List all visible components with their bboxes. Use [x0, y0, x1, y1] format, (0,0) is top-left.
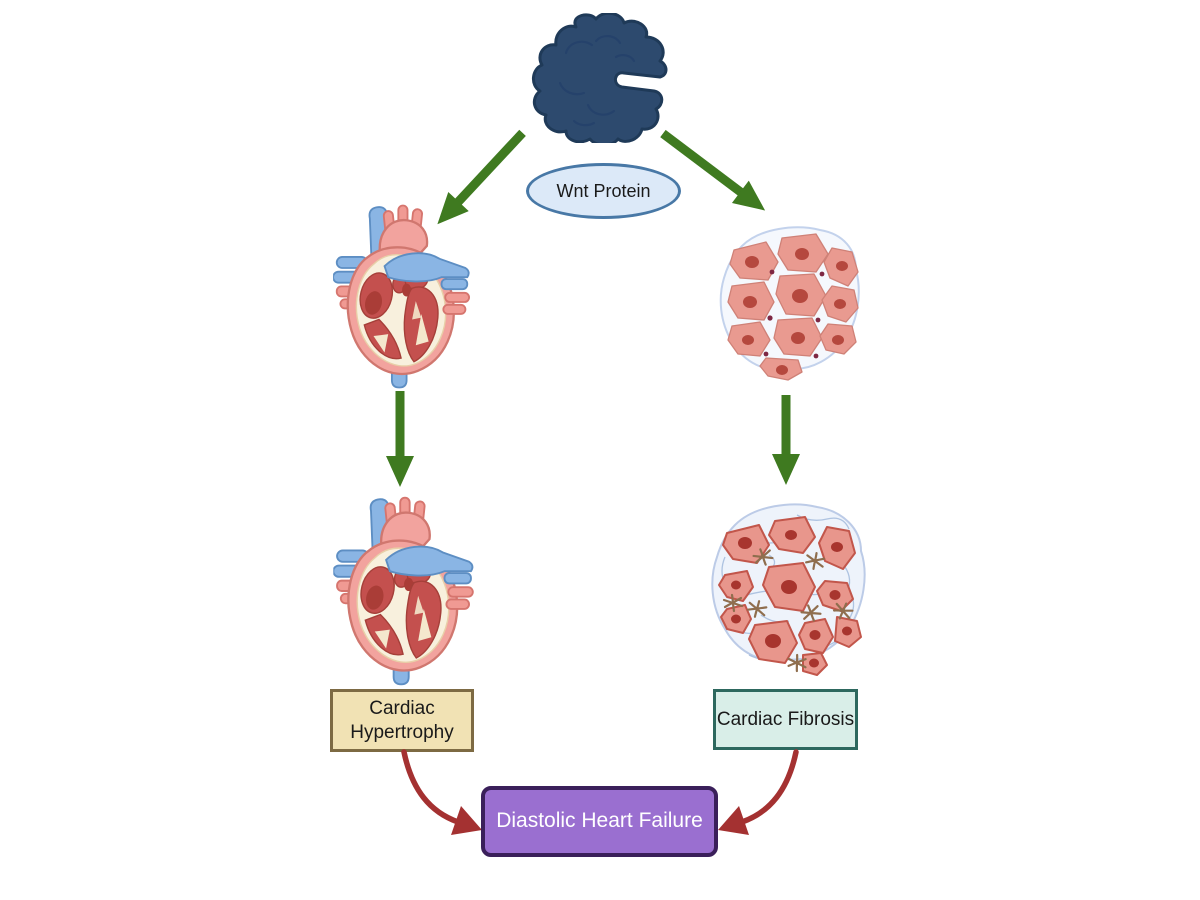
fibrotic-cells-icon — [711, 503, 866, 676]
arrow-wnt-to-heart — [427, 123, 533, 234]
green-arrow-icon — [772, 395, 800, 485]
arrow-wnt-to-tissue — [654, 122, 773, 221]
cardiac-fibrosis-label: Cardiac Fibrosis — [716, 708, 855, 730]
cardiac-cells-icon — [719, 226, 860, 381]
red-curved-arrow-icon — [718, 749, 799, 835]
cardiac-hypertrophy-box: Cardiac Hypertrophy — [330, 689, 474, 752]
arrow-heart-progression — [386, 391, 414, 487]
heart-cross-section-icon — [331, 492, 477, 690]
diastolic-heart-failure-label: Diastolic Heart Failure — [496, 809, 703, 833]
wnt-protein-label: Wnt Protein — [526, 163, 681, 219]
green-arrow-icon — [386, 391, 414, 487]
diastolic-heart-failure-box: Diastolic Heart Failure — [481, 786, 718, 857]
arrow-hypertrophy-to-failure — [390, 746, 490, 838]
normal-heart-illustration — [333, 200, 471, 393]
hypertrophied-heart-illustration — [331, 492, 477, 690]
wnt-protein-label-text: Wnt Protein — [556, 180, 651, 201]
arrow-fibrosis-to-failure — [710, 746, 810, 838]
arrow-tissue-progression — [772, 395, 800, 485]
normal-myocardium-illustration — [714, 222, 860, 384]
protein-blob-illustration — [532, 11, 668, 147]
wnt-protein-molecule — [530, 11, 670, 147]
heart-cross-section-icon — [333, 200, 471, 393]
cardiac-fibrosis-box: Cardiac Fibrosis — [713, 689, 858, 750]
green-arrow-icon — [437, 129, 526, 225]
cardiac-hypertrophy-label: Cardiac Hypertrophy — [350, 697, 454, 743]
green-arrow-icon — [660, 129, 766, 211]
red-curved-arrow-icon — [401, 749, 482, 835]
fibrotic-myocardium-illustration — [705, 497, 871, 679]
